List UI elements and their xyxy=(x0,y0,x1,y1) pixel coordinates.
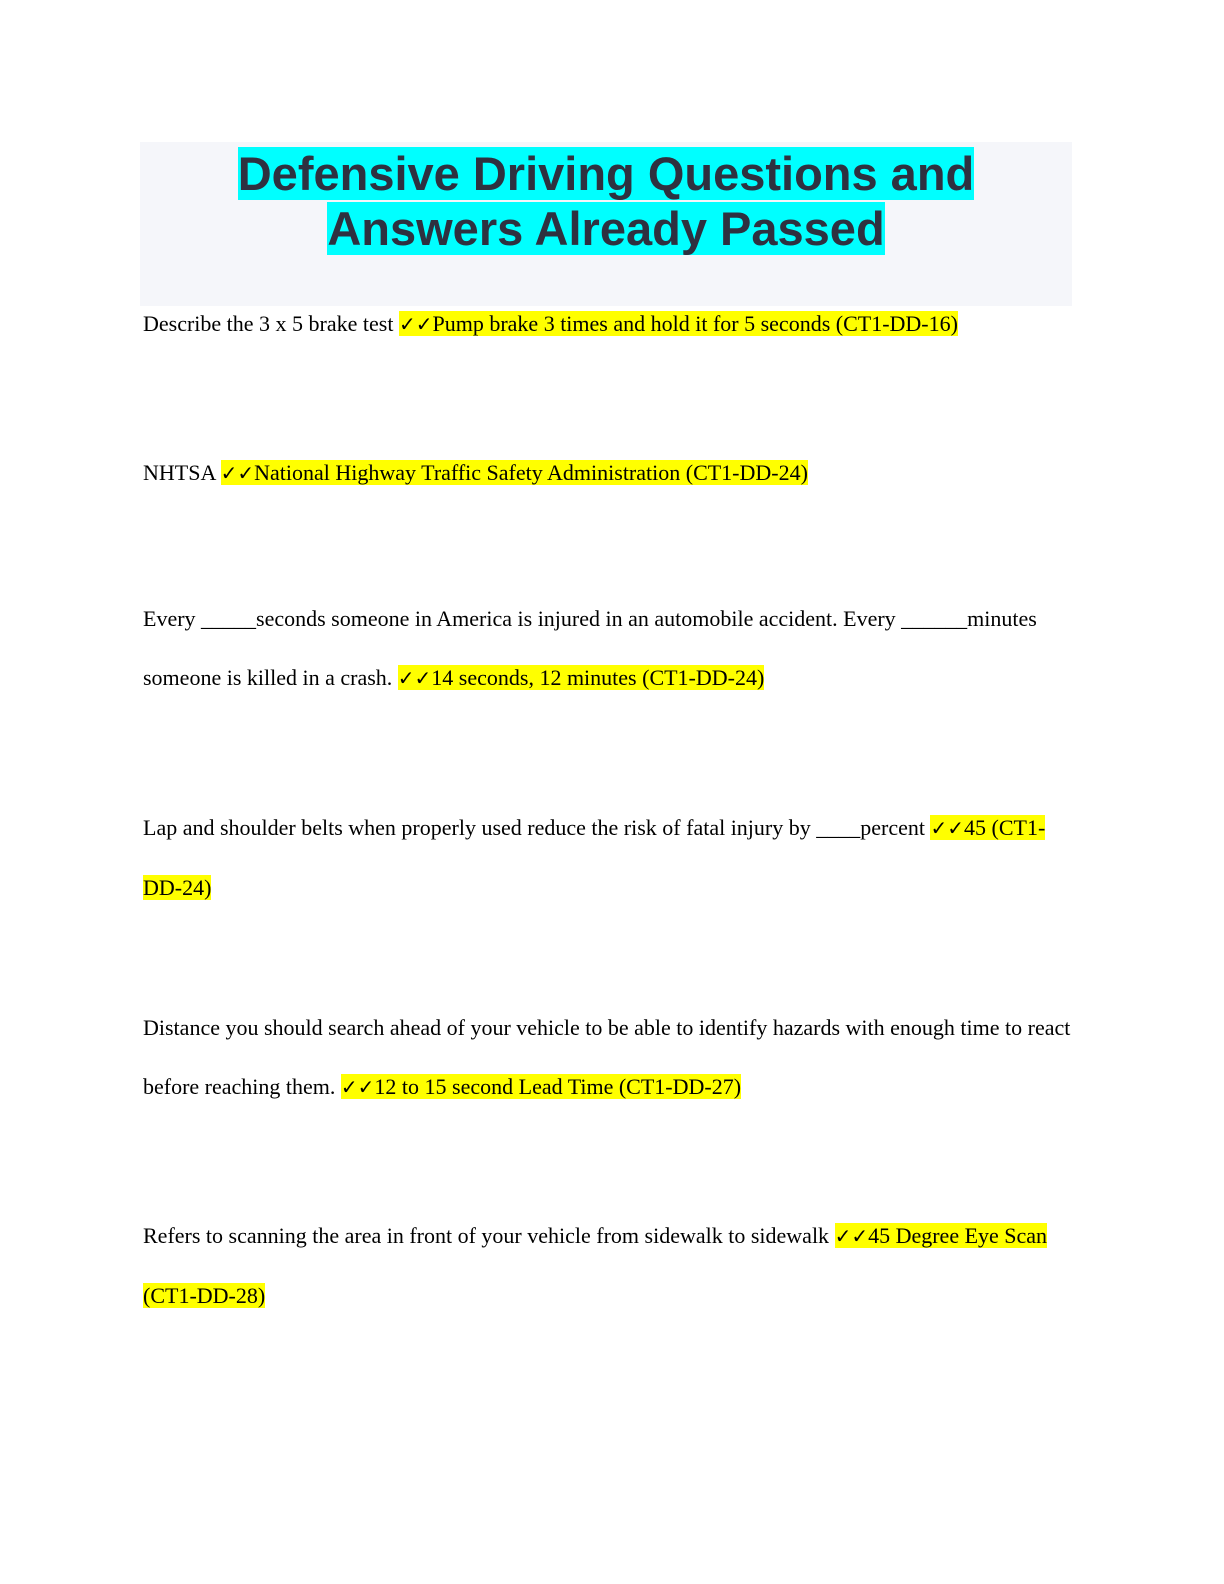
answer-highlight: ✓✓National Highway Traffic Safety Admini… xyxy=(220,460,808,485)
qa-item: Every _____seconds someone in America is… xyxy=(143,589,1078,708)
answer-text: 45 Degree Eye Scan (CT1-DD-28) xyxy=(143,1223,1048,1308)
question-text: Every _____seconds someone in America is… xyxy=(143,606,1037,690)
qa-item: Lap and shoulder belts when properly use… xyxy=(143,798,1078,917)
answer-highlight: ✓✓12 to 15 second Lead Time (CT1-DD-27) xyxy=(340,1074,742,1099)
double-check-icon: ✓✓ xyxy=(834,1224,869,1248)
question-text: Describe the 3 x 5 brake test xyxy=(143,311,399,336)
double-check-icon: ✓✓ xyxy=(398,312,433,336)
answer-text: 45 (CT1-DD-24) xyxy=(143,815,1046,900)
double-check-icon: ✓✓ xyxy=(930,816,964,840)
question-text: Distance you should search ahead of your… xyxy=(143,1015,1071,1099)
answer-text: 12 to 15 second Lead Time (CT1-DD-27) xyxy=(374,1074,742,1099)
qa-item: Distance you should search ahead of your… xyxy=(143,998,1078,1117)
answer-text: 14 seconds, 12 minutes (CT1-DD-24) xyxy=(431,665,765,690)
answer-text: Pump brake 3 times and hold it for 5 sec… xyxy=(432,311,958,336)
question-text: NHTSA xyxy=(143,460,221,485)
question-text: Refers to scanning the area in front of … xyxy=(143,1223,835,1248)
title-line-2: Answers Already Passed xyxy=(327,202,885,255)
answer-text: National Highway Traffic Safety Administ… xyxy=(254,460,808,485)
title-banner: Defensive Driving Questions and Answers … xyxy=(140,142,1072,306)
qa-item: NHTSA ✓✓National Highway Traffic Safety … xyxy=(143,443,1078,503)
double-check-icon: ✓✓ xyxy=(340,1075,375,1099)
answer-highlight: ✓✓Pump brake 3 times and hold it for 5 s… xyxy=(398,311,958,336)
title-line-1: Defensive Driving Questions and xyxy=(237,147,975,200)
double-check-icon: ✓✓ xyxy=(397,666,432,690)
question-text: Lap and shoulder belts when properly use… xyxy=(143,815,931,840)
qa-item: Refers to scanning the area in front of … xyxy=(143,1206,1078,1325)
document-title: Defensive Driving Questions and Answers … xyxy=(140,142,1072,256)
qa-item: Describe the 3 x 5 brake test ✓✓Pump bra… xyxy=(143,294,1078,354)
answer-highlight: ✓✓14 seconds, 12 minutes (CT1-DD-24) xyxy=(397,665,765,690)
double-check-icon: ✓✓ xyxy=(220,461,255,485)
